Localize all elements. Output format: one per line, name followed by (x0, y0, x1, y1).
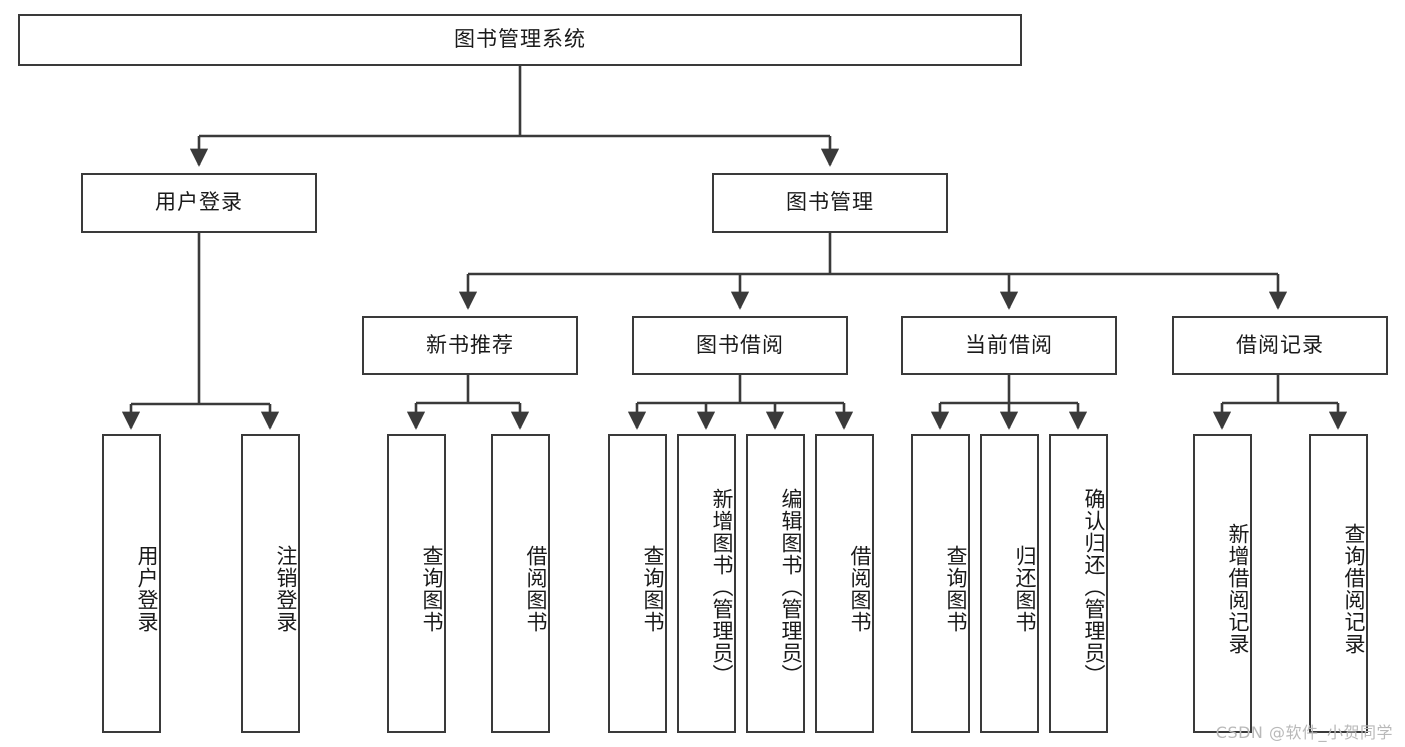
leaf-new-book-query[interactable]: 查询图书 (387, 434, 446, 733)
node-book-management[interactable]: 图书管理 (712, 173, 948, 233)
leaf-current-borrow-confirm-return[interactable]: 确认归还（管理员） (1049, 434, 1108, 733)
node-current-borrow[interactable]: 当前借阅 (901, 316, 1117, 375)
node-root-system[interactable]: 图书管理系统 (18, 14, 1022, 66)
leaf-user-login-login[interactable]: 用户登录 (102, 434, 161, 733)
leaf-current-borrow-query[interactable]: 查询图书 (911, 434, 970, 733)
leaf-new-book-borrow[interactable]: 借阅图书 (491, 434, 550, 733)
leaf-borrow-records-add[interactable]: 新增借阅记录 (1193, 434, 1252, 733)
node-borrow-records[interactable]: 借阅记录 (1172, 316, 1388, 375)
node-book-borrow[interactable]: 图书借阅 (632, 316, 848, 375)
leaf-book-borrow-add[interactable]: 新增图书（管理员） (677, 434, 736, 733)
leaf-borrow-records-query[interactable]: 查询借阅记录 (1309, 434, 1368, 733)
leaf-book-borrow-edit[interactable]: 编辑图书（管理员） (746, 434, 805, 733)
leaf-book-borrow-query[interactable]: 查询图书 (608, 434, 667, 733)
leaf-current-borrow-return[interactable]: 归还图书 (980, 434, 1039, 733)
node-new-book-recommend[interactable]: 新书推荐 (362, 316, 578, 375)
leaf-user-login-logout[interactable]: 注销登录 (241, 434, 300, 733)
leaf-book-borrow-borrow[interactable]: 借阅图书 (815, 434, 874, 733)
node-user-login[interactable]: 用户登录 (81, 173, 317, 233)
